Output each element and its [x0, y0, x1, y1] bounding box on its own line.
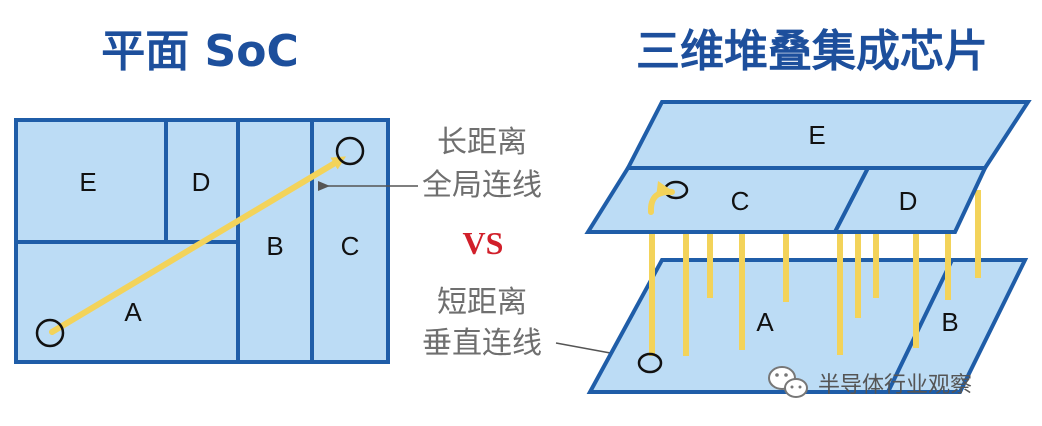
global-wire-label: 全局连线	[422, 168, 542, 203]
watermark: 半导体行业观察	[768, 366, 972, 398]
top-layer-block-d	[831, 166, 989, 234]
top-wire-arrow-head	[656, 181, 674, 198]
bottom-wire-node	[637, 352, 663, 374]
bottom-layer-divider	[886, 259, 954, 393]
stacked-chip: A B E C D	[584, 100, 1032, 394]
top-layer-block-e	[624, 100, 1032, 170]
wechat-icon	[768, 366, 808, 398]
top-layer-block-c	[584, 166, 872, 234]
vs-label: VS	[463, 225, 504, 261]
planar-label-d: D	[192, 167, 211, 197]
planar-soc: E D B C A	[14, 118, 390, 364]
planar-wire-end-node	[335, 136, 365, 166]
planar-label-b: B	[266, 231, 283, 261]
stacked-label-b: B	[941, 307, 958, 337]
right-title: 三维堆叠集成芯片	[636, 26, 988, 77]
planar-label-a: A	[124, 297, 142, 327]
watermark-text: 半导体行业观察	[818, 373, 972, 398]
stacked-label-c: C	[731, 186, 750, 216]
long-distance-label: 长距离	[437, 125, 527, 160]
short-distance-label: 短距离	[437, 285, 527, 320]
planar-long-wire	[49, 156, 347, 335]
stacked-label-a: A	[756, 307, 774, 337]
vertical-wire-label: 垂直连线	[422, 326, 542, 361]
planar-label-c: C	[341, 231, 360, 261]
stacked-label-d: D	[899, 186, 918, 216]
left-title: 平面 SoC	[101, 26, 299, 77]
planar-block-b	[236, 118, 314, 364]
planar-block-c	[310, 118, 390, 364]
stacked-label-e: E	[808, 120, 825, 150]
planar-wire-start-node	[35, 318, 65, 348]
planar-label-e: E	[79, 167, 96, 197]
vertical-interconnects	[649, 190, 981, 356]
